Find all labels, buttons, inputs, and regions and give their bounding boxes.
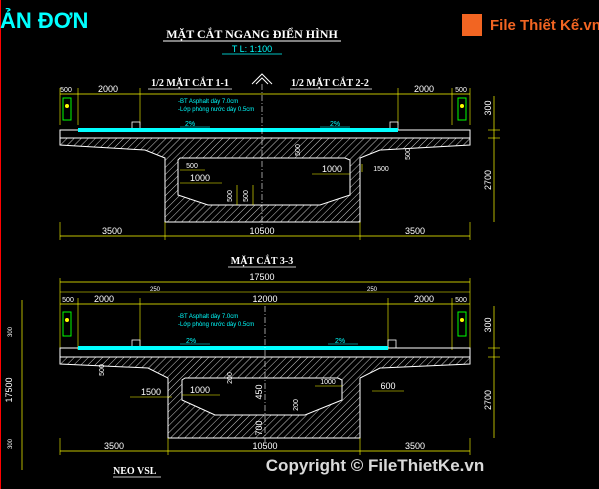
svg-text:2000: 2000 <box>94 294 114 304</box>
svg-text:3500: 3500 <box>405 226 425 236</box>
svg-text:2%: 2% <box>185 121 195 128</box>
svg-text:2%: 2% <box>335 338 345 345</box>
svg-text:2000: 2000 <box>98 84 118 94</box>
watermark: Copyright © FileThietKe.vn <box>266 456 484 475</box>
svg-text:10500: 10500 <box>252 441 277 451</box>
svg-text:3500: 3500 <box>405 441 425 451</box>
svg-text:-Lớp phòng nước dày 0.5cm: -Lớp phòng nước dày 0.5cm <box>178 322 254 328</box>
left-side-dims: 300 17500 300 <box>4 300 23 470</box>
scale-label: T L: 1:100 <box>232 44 272 54</box>
svg-text:1500: 1500 <box>373 166 389 173</box>
svg-text:500: 500 <box>295 144 302 156</box>
center-marker-icon <box>251 73 273 85</box>
svg-text:-BT Asphalt dày 7.0cm: -BT Asphalt dày 7.0cm <box>178 314 238 320</box>
svg-text:300: 300 <box>8 438 14 449</box>
svg-text:600: 600 <box>380 381 395 391</box>
svg-text:2%: 2% <box>186 338 196 345</box>
section-3-3-drawing: 17500 250 250 500 2000 12000 2000 500 <box>59 272 500 455</box>
svg-text:2700: 2700 <box>483 170 493 190</box>
svg-text:500: 500 <box>60 87 72 94</box>
svg-text:1500: 1500 <box>141 387 161 397</box>
railing-right <box>457 97 467 121</box>
svg-text:1000: 1000 <box>190 385 210 395</box>
svg-text:450: 450 <box>254 384 264 399</box>
svg-text:2000: 2000 <box>414 294 434 304</box>
svg-text:500: 500 <box>227 190 234 202</box>
site-logo: File Thiết Kế.vn <box>462 14 599 36</box>
deck-asphalt <box>78 128 398 132</box>
svg-text:3500: 3500 <box>102 226 122 236</box>
railing-left <box>62 97 72 121</box>
svg-text:200: 200 <box>293 399 300 411</box>
svg-text:2700: 2700 <box>483 390 493 410</box>
svg-text:500: 500 <box>455 87 467 94</box>
section-1-2-drawing: 500 2000 2000 500 -BT Asphalt dày 7.0cm … <box>59 84 500 240</box>
svg-text:2000: 2000 <box>414 84 434 94</box>
svg-text:500: 500 <box>62 297 74 304</box>
railing-right-3 <box>457 311 467 337</box>
svg-text:2%: 2% <box>330 121 340 128</box>
svg-text:1000: 1000 <box>190 173 210 183</box>
svg-text:700: 700 <box>254 420 264 435</box>
svg-text:10500: 10500 <box>249 226 274 236</box>
svg-text:300: 300 <box>8 326 14 337</box>
svg-text:500: 500 <box>186 163 198 170</box>
logo-text: File Thiết Kế.vn <box>490 17 599 34</box>
svg-text:500: 500 <box>99 364 106 376</box>
svg-text:500: 500 <box>455 297 467 304</box>
svg-text:500: 500 <box>405 148 412 160</box>
svg-text:300: 300 <box>483 317 493 332</box>
railing-left-3 <box>62 311 72 337</box>
svg-text:1000: 1000 <box>320 379 336 386</box>
section3-title: MẶT CẮT 3-3 <box>231 254 293 267</box>
svg-text:200: 200 <box>227 372 234 384</box>
svg-text:12000: 12000 <box>252 294 277 304</box>
section-right-title: 1/2 MẶT CẮT 2-2 <box>291 76 369 89</box>
svg-text:300: 300 <box>483 100 493 115</box>
svg-text:17500: 17500 <box>249 272 274 282</box>
svg-text:1000: 1000 <box>322 164 342 174</box>
section-left-title: 1/2 MẶT CẮT 1-1 <box>151 76 229 89</box>
svg-text:3500: 3500 <box>104 441 124 451</box>
header-fragment: ẢN ĐƠN <box>0 8 88 33</box>
svg-text:250: 250 <box>150 287 161 293</box>
svg-text:17500: 17500 <box>4 377 14 402</box>
footer-label: NEO VSL <box>113 466 157 477</box>
svg-text:250: 250 <box>367 287 378 293</box>
main-title: MẶT CẮT NGANG ĐIỂN HÌNH <box>166 26 338 41</box>
svg-text:500: 500 <box>243 190 250 202</box>
svg-text:-Lớp phòng nước dày 0.5cm: -Lớp phòng nước dày 0.5cm <box>178 107 254 113</box>
svg-text:-BT Asphalt dày 7.0cm: -BT Asphalt dày 7.0cm <box>178 99 238 105</box>
